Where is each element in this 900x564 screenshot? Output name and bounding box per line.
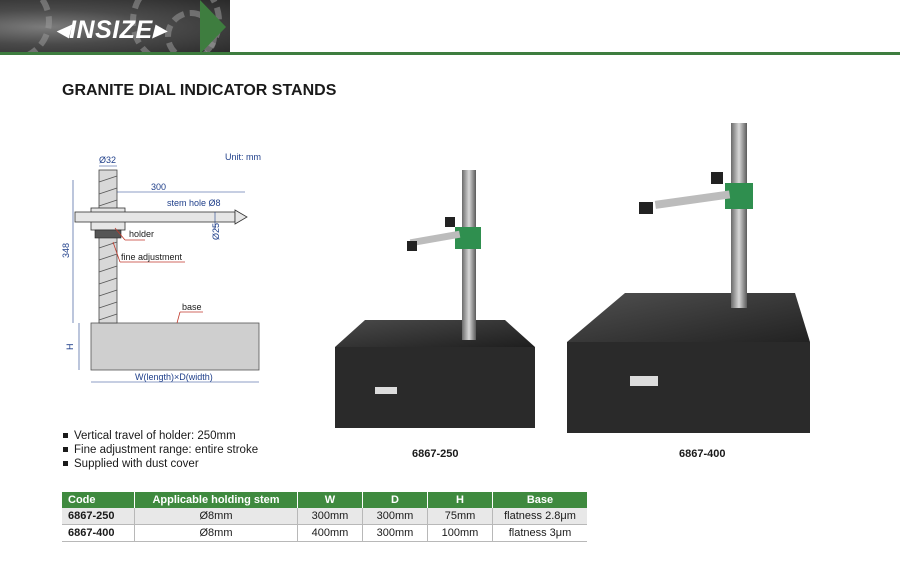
technical-drawing: Unit: mm Ø32 300 stem hole Ø8 Ø25 348 H … <box>61 152 261 383</box>
header-divider <box>0 52 900 55</box>
drawing-fine-adjust-knob <box>94 229 122 239</box>
feature-list: Vertical travel of holder: 250mm Fine ad… <box>62 429 258 471</box>
feature-item: Fine adjustment range: entire stroke <box>62 443 258 457</box>
dim-base-size: W(length)×D(width) <box>135 372 213 382</box>
column-header-d: D <box>362 492 428 508</box>
table-cell: 400mm <box>297 524 363 542</box>
table-header-row: Code Applicable holding stem W D H Base <box>62 492 587 508</box>
product-code-caption: 6867-250 <box>412 448 459 460</box>
product-photo-6867-400 <box>567 123 810 433</box>
product-photo-6867-250 <box>335 170 535 428</box>
table-row: 6867-250 Ø8mm 300mm 300mm 75mm flatness … <box>62 508 587 525</box>
drawing-stem-thread <box>98 175 118 321</box>
dim-arm-length: 300 <box>151 182 166 192</box>
column-header-h: H <box>427 492 493 508</box>
table-cell: 300mm <box>362 524 428 542</box>
dim-bar-diameter: Ø25 <box>211 223 221 240</box>
column-header-base: Base <box>492 492 587 508</box>
drawing-arm-tip <box>234 209 248 225</box>
label-base: base <box>182 302 202 312</box>
brand-name: INSIZE <box>69 16 153 44</box>
column-header-code: Code <box>62 492 135 508</box>
brand-logo: ◂INSIZE▸ <box>56 15 166 45</box>
label-holder: holder <box>129 229 154 239</box>
column-header-w: W <box>297 492 363 508</box>
label-stem-hole: stem hole Ø8 <box>167 198 221 208</box>
table-cell-code: 6867-250 <box>62 508 135 525</box>
product-code-caption: 6867-400 <box>679 448 726 460</box>
label-fine-adjustment: fine adjustment <box>121 252 183 262</box>
dim-base-height: H <box>65 344 75 351</box>
table-cell: Ø8mm <box>134 524 298 542</box>
specification-table: Code Applicable holding stem W D H Base … <box>62 492 587 542</box>
page-title: GRANITE DIAL INDICATOR STANDS <box>62 82 337 99</box>
table-cell: 100mm <box>427 524 493 542</box>
column-header-holding-stem: Applicable holding stem <box>134 492 298 508</box>
drawing-base <box>90 322 260 371</box>
drawing-arm <box>74 211 236 223</box>
table-cell: 75mm <box>427 508 493 525</box>
header-chevron <box>200 0 226 54</box>
table-cell-code: 6867-400 <box>62 524 135 542</box>
table-cell: flatness 3μm <box>492 524 587 542</box>
feature-item: Supplied with dust cover <box>62 457 258 471</box>
table-cell: 300mm <box>297 508 363 525</box>
table-cell: 300mm <box>362 508 428 525</box>
gear-decoration-icon <box>0 0 52 54</box>
brand-arrow-left-icon: ◂ <box>56 16 70 44</box>
table-row: 6867-400 Ø8mm 400mm 300mm 100mm flatness… <box>62 524 587 542</box>
unit-label: Unit: mm <box>225 152 261 162</box>
dim-stem-diameter: Ø32 <box>99 155 116 165</box>
table-cell: flatness 2.8μm <box>492 508 587 525</box>
feature-item: Vertical travel of holder: 250mm <box>62 429 258 443</box>
table-cell: Ø8mm <box>134 508 298 525</box>
dim-total-height: 348 <box>61 243 71 258</box>
brand-arrow-right-icon: ▸ <box>152 16 166 44</box>
